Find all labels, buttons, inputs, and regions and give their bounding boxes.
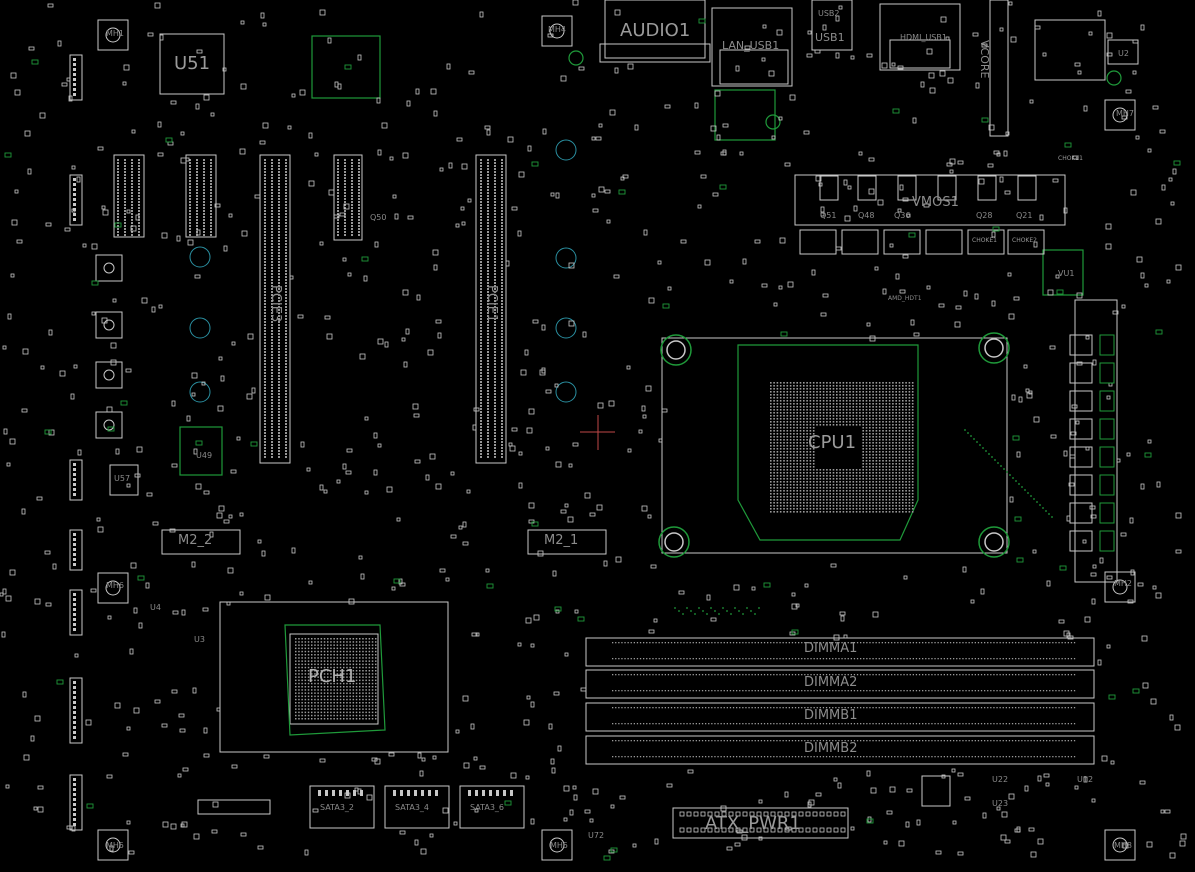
lan-usb-label: LAN_USB1 (722, 39, 780, 52)
u2-label: U2 (1118, 49, 1129, 58)
mh-left-label: MH6 (106, 581, 125, 590)
pcie3-slot-outline (259, 154, 291, 464)
amd-hdt-label: AMD_HDT1 (888, 295, 922, 302)
mh-bottom-label: MH5 (106, 841, 125, 850)
sata2-connector-outline (309, 785, 375, 829)
m2-2-connector-outline (161, 529, 241, 555)
mh-top3-label: MH7 (1116, 109, 1135, 118)
cursor-crosshair (580, 415, 615, 450)
mh-right-label: MH2 (1114, 579, 1133, 588)
hdmi-label: HDMI_USB1 (900, 33, 947, 42)
sata4-label: SATA3_4 (395, 803, 429, 812)
hdmi-connector-outline (879, 3, 961, 71)
cpu-socket-outline (661, 337, 1008, 554)
dimm-b2-label: DIMMB2 (804, 741, 858, 756)
m2-1-label: M2_1 (544, 533, 579, 548)
dimm-b2-slot-outline (585, 735, 1095, 765)
m2-1-connector-outline (527, 529, 607, 555)
u51-chip-outline (159, 33, 225, 95)
dimm-a2-label: DIMMA2 (804, 675, 858, 690)
mh-top2-label: MH4 (548, 25, 567, 34)
dimm-a1-slot-outline (585, 637, 1095, 667)
pch-outline (219, 601, 449, 753)
q28-label: Q28 (976, 211, 993, 220)
sata6-label: SATA3_6 (470, 803, 504, 812)
q21-label: Q21 (1016, 211, 1033, 220)
u57-label: U57 (114, 474, 131, 483)
vu1-label: VU1 (1058, 269, 1075, 278)
audio-label: AUDIO1 (620, 20, 691, 41)
pch-label: PCH1 (308, 666, 357, 687)
u51-label: U51 (174, 53, 211, 74)
usb2-label: USB2 (818, 9, 840, 18)
dimm-b1-slot-outline (585, 702, 1095, 732)
q36-label: Q36 (894, 211, 911, 220)
vcore-label: VCORE (978, 40, 991, 79)
pcie3-label: PCIE3 (268, 285, 283, 323)
lan-usb-connector-outline (711, 7, 793, 87)
vmos-label: VMOS1 (912, 195, 959, 210)
choke1-label: CHOKE1 (972, 237, 997, 244)
usb-connector-outline (811, 0, 853, 51)
mh-br-label: MH8 (1114, 841, 1133, 850)
u4-label: U4 (150, 603, 161, 612)
choke-top-label: CHOKE1 (1058, 155, 1083, 162)
u23-label: U23 (992, 799, 1009, 808)
choke2-label: CHOKE2 (1012, 237, 1037, 244)
u57-chip-outline (109, 464, 139, 496)
q50-label: Q50 (370, 213, 387, 222)
u72-label: U72 (588, 831, 605, 840)
dimm-a1-label: DIMMA1 (804, 641, 858, 656)
cpu-label: CPU1 (808, 432, 857, 453)
atx-pwr-label: ATX_PWR1 (705, 813, 801, 834)
u3-label: U3 (194, 635, 205, 644)
u12-label: U12 (1077, 775, 1094, 784)
sata4-connector-outline (384, 785, 450, 829)
q51-label: Q51 (820, 211, 837, 220)
pcie1-slot-outline (475, 154, 507, 464)
atx-power-connector-outline (672, 807, 849, 839)
usb1-label: USB1 (815, 31, 845, 44)
mh-mid-label: MH5 (550, 841, 569, 850)
audio-connector-outline (604, 0, 706, 59)
m2-2-label: M2_2 (178, 533, 213, 548)
mh-top1-label: MH1 (106, 29, 125, 38)
sata2-label: SATA3_2 (320, 803, 354, 812)
sata6-connector-outline (459, 785, 525, 829)
q48-label: Q48 (858, 211, 875, 220)
u49-label: U49 (196, 451, 213, 460)
dimm-b1-label: DIMMB1 (804, 708, 858, 723)
dimm-a2-slot-outline (585, 669, 1095, 699)
pcie1-label: PCIE1 (484, 285, 499, 323)
u22-label: U22 (992, 775, 1009, 784)
